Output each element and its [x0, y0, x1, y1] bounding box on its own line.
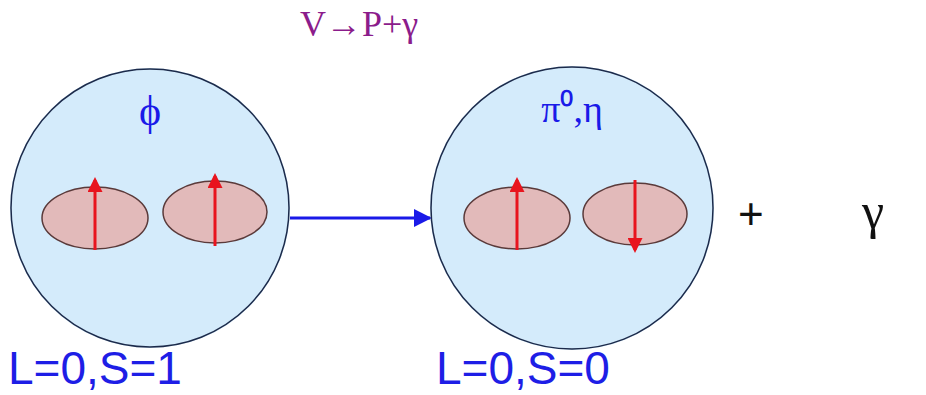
meson-circle: π⁰,η: [430, 66, 714, 350]
meson-name: ϕ: [10, 90, 290, 132]
spin-arrow: [94, 180, 97, 250]
spin-arrow: [516, 180, 519, 250]
spin-arrow: [214, 176, 217, 246]
photon-symbol: γ: [862, 186, 884, 236]
meson-fill: [10, 68, 290, 348]
meson-fill: [430, 66, 714, 350]
state-quantum-numbers: L=0,S=0: [436, 345, 610, 391]
state-quantum-numbers: L=0,S=1: [8, 345, 182, 391]
decay-title: V→P+γ: [300, 6, 418, 42]
spin-arrow: [634, 180, 637, 250]
meson-circle: ϕ: [10, 68, 290, 348]
plus-sign: +: [738, 192, 764, 236]
meson-name: π⁰,η: [430, 90, 714, 128]
transition-arrow: [290, 217, 430, 220]
